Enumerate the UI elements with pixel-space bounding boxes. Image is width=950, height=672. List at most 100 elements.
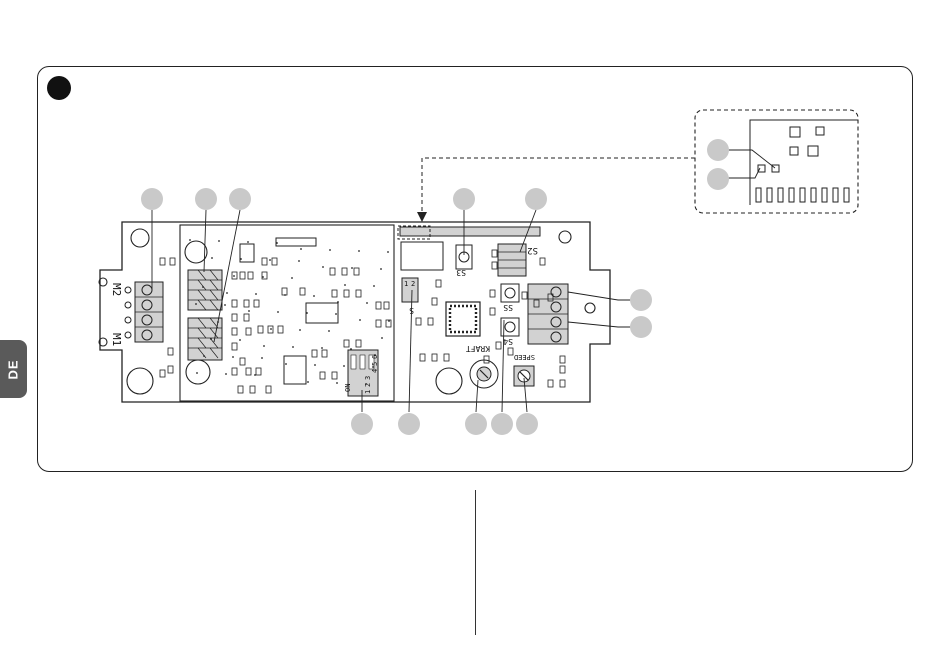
- via-dot: [299, 329, 301, 331]
- via-dot: [322, 266, 324, 268]
- via-dot: [366, 302, 368, 304]
- inset-pin: [778, 188, 783, 202]
- callout-marker: [195, 188, 217, 210]
- smd-part: [248, 272, 253, 279]
- input-terminal-block-lower: [188, 318, 222, 360]
- smd-part: [548, 380, 553, 387]
- smd-part: [322, 350, 327, 357]
- smd-part: [416, 318, 421, 325]
- label-m1: M1: [110, 333, 123, 346]
- smd-part: [492, 250, 497, 257]
- via-dot: [218, 240, 220, 242]
- smd-part: [342, 268, 347, 275]
- connector-block: [401, 242, 443, 270]
- smd-part: [444, 354, 449, 361]
- via-dot: [189, 239, 191, 241]
- via-dot: [196, 372, 198, 374]
- label-m2: M2: [110, 283, 123, 296]
- smd-part: [278, 326, 283, 333]
- mounting-hole: [436, 368, 462, 394]
- smd-part: [282, 288, 287, 295]
- inset-radio-board: [695, 110, 858, 213]
- smd-part: [560, 366, 565, 373]
- smd-part: [344, 290, 349, 297]
- figure-number-dot: [47, 76, 71, 100]
- callout-marker: [465, 413, 487, 435]
- callout-marker: [141, 188, 163, 210]
- dip-small-number-2: 2: [411, 280, 415, 288]
- smd-part: [272, 258, 277, 265]
- ic-chip: [284, 356, 306, 384]
- via-dot: [359, 319, 361, 321]
- via-dot: [248, 310, 250, 312]
- smd-part: [258, 326, 263, 333]
- via-dot: [292, 346, 294, 348]
- via-dot: [298, 260, 300, 262]
- inset-pin-row: [756, 188, 849, 202]
- smd-part: [232, 314, 237, 321]
- label-speed: SPEED: [514, 353, 535, 361]
- via-dot: [335, 313, 337, 315]
- smd-part: [244, 300, 249, 307]
- via-dot: [329, 249, 331, 251]
- smd-part: [332, 290, 337, 297]
- via-dot: [313, 295, 315, 297]
- smd-part: [420, 354, 425, 361]
- smd-part: [250, 386, 255, 393]
- callout-marker: [707, 168, 729, 190]
- smd-part: [560, 380, 565, 387]
- smd-part: [312, 350, 317, 357]
- via-dot: [291, 277, 293, 279]
- smd-part: [246, 328, 251, 335]
- smd-part: [432, 354, 437, 361]
- smd-part: [376, 320, 381, 327]
- callout-marker: [525, 188, 547, 210]
- via-dot: [225, 373, 227, 375]
- mounting-hole: [185, 241, 207, 263]
- dip-switch-block: ON 1 2 3 4 5 6: [344, 350, 379, 396]
- mounting-hole: [559, 231, 571, 243]
- smd-part: [376, 302, 381, 309]
- via-dot: [255, 293, 257, 295]
- via-dot: [202, 286, 204, 288]
- smd-part: [320, 372, 325, 379]
- via-dot: [336, 382, 338, 384]
- smd-part: [262, 258, 267, 265]
- via-dot: [344, 284, 346, 286]
- force-trimmer: KRAFT: [466, 344, 498, 388]
- smd-part: [246, 368, 251, 375]
- smd-part: [384, 302, 389, 309]
- callout-marker: [229, 188, 251, 210]
- power-terminal-block: [528, 284, 568, 344]
- via-dot: [337, 301, 339, 303]
- via-dot: [351, 267, 353, 269]
- inset-pin: [767, 188, 772, 202]
- via-dot: [262, 276, 264, 278]
- label-ss: SS: [503, 303, 513, 312]
- smd-part: [254, 300, 259, 307]
- dip-on-label: ON: [344, 384, 352, 392]
- smd-part: [508, 348, 513, 355]
- smd-part: [492, 262, 497, 269]
- mounting-hole: [186, 360, 210, 384]
- smd-part: [160, 370, 165, 377]
- inset-pin: [844, 188, 849, 202]
- smd-part: [490, 290, 495, 297]
- via-dot: [203, 355, 205, 357]
- via-dot: [350, 348, 352, 350]
- smd-part: [356, 290, 361, 297]
- via-dot: [284, 294, 286, 296]
- smd-part: [356, 340, 361, 347]
- via-dot: [373, 285, 375, 287]
- mounting-hole: [131, 229, 149, 247]
- smd-part: [240, 358, 245, 365]
- via-dot: [232, 356, 234, 358]
- dip-number-4: 4: [371, 369, 379, 373]
- dip-number-5: 5: [371, 362, 379, 366]
- smd-part: [244, 314, 249, 321]
- inset-pin: [822, 188, 827, 202]
- via-dot: [321, 347, 323, 349]
- inset-pin: [789, 188, 794, 202]
- via-dot: [380, 268, 382, 270]
